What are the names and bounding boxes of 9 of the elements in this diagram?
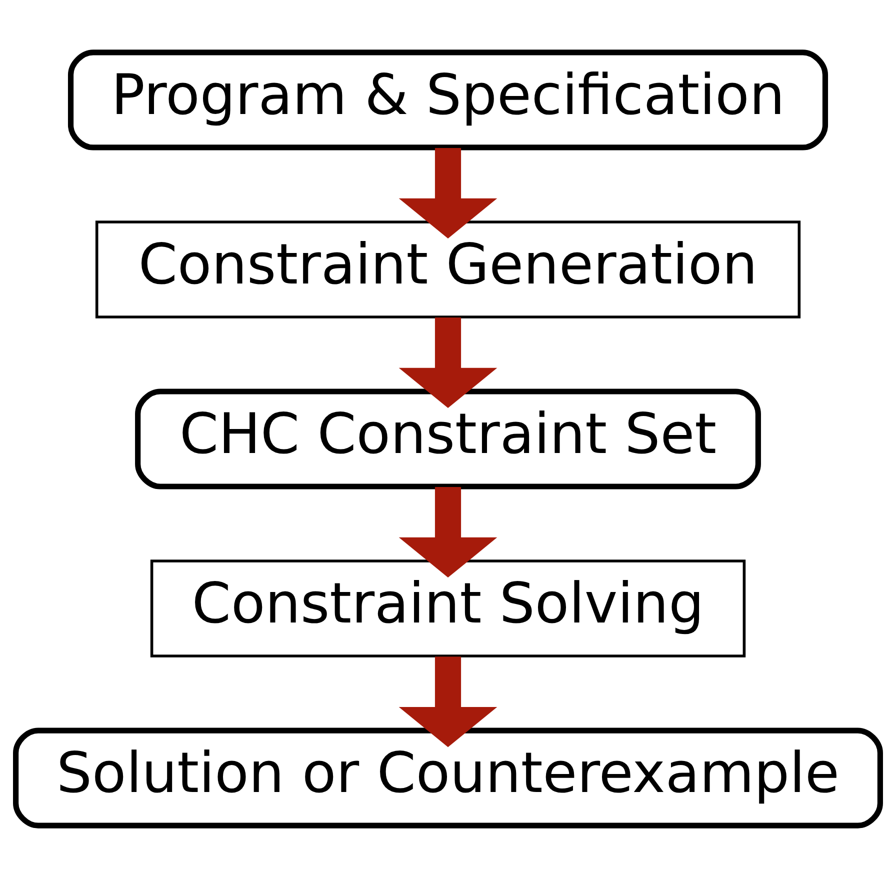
node-box: Constraint Solving [150,560,746,658]
arrow [398,318,498,408]
node-box: CHC Constraint Set [135,388,761,490]
node-box: Constraint Generation [95,220,801,318]
node-box: Solution or Counterexample [13,728,883,828]
node-box: Program & Specification [68,50,828,150]
arrow [398,148,498,238]
arrow [398,487,498,578]
arrow [398,656,498,748]
